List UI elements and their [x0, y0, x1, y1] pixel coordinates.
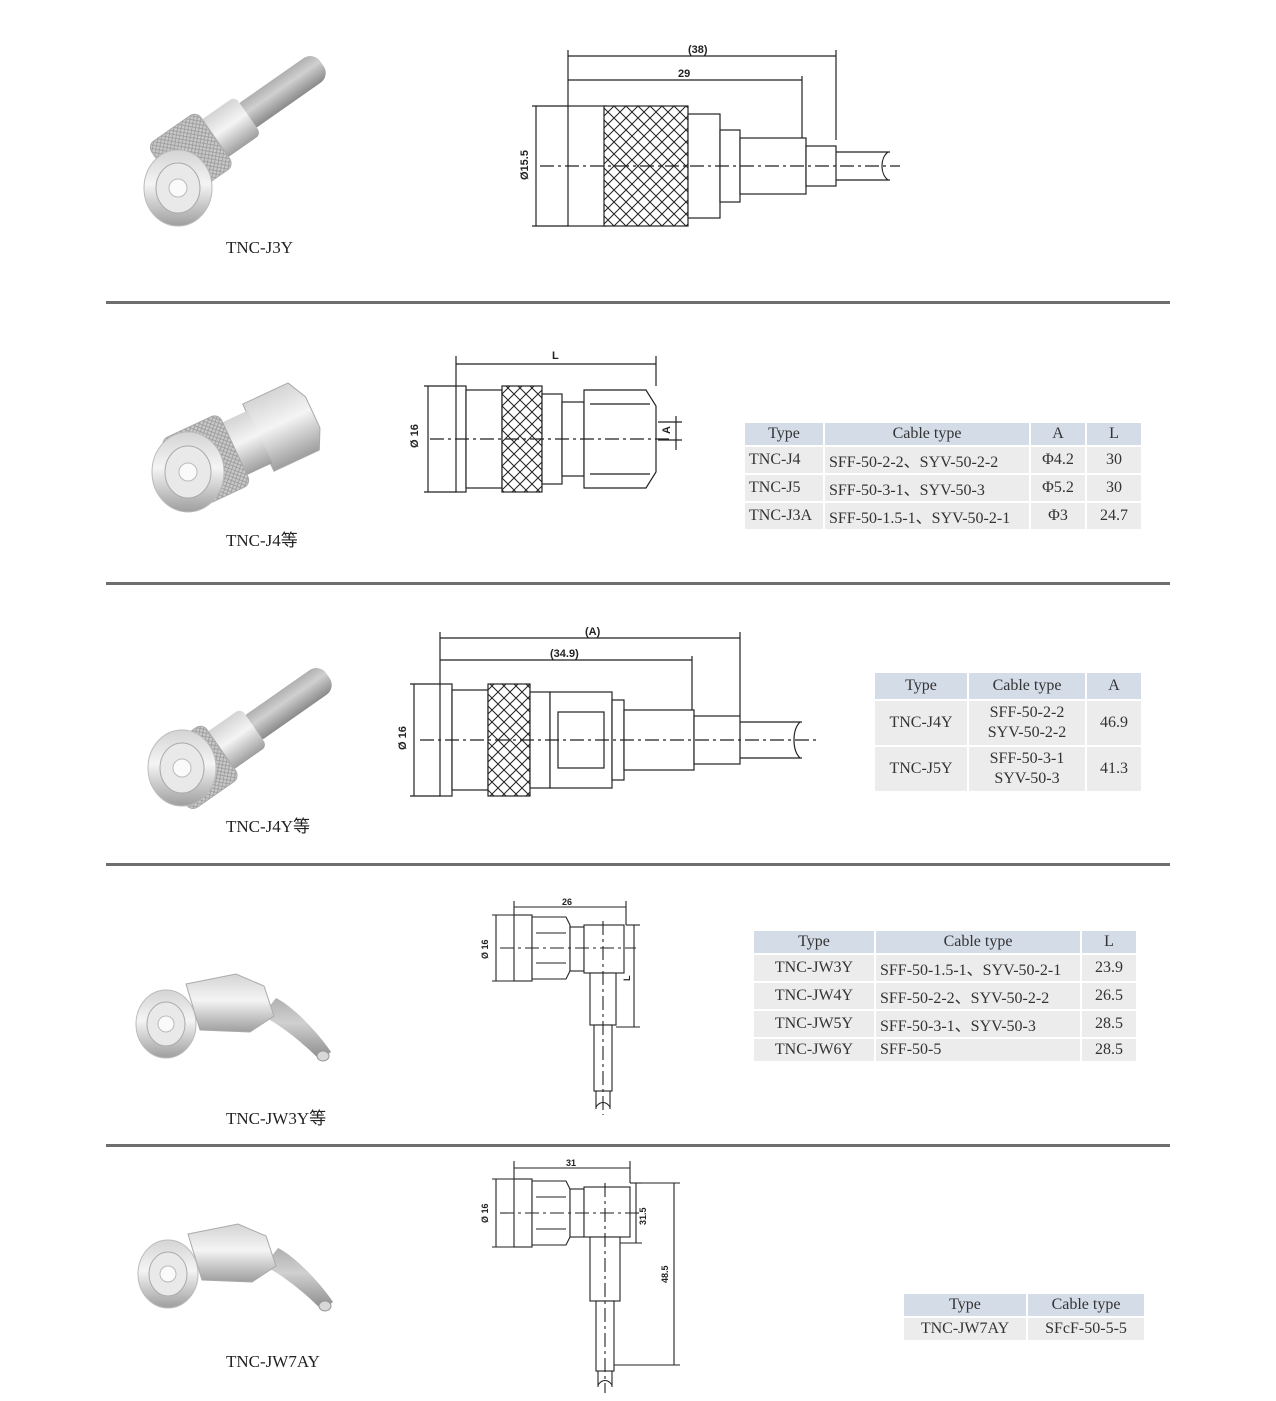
cell-l: 28.5 — [1082, 1039, 1136, 1061]
dim-overall: 48.5 — [660, 1265, 670, 1283]
cell-type: TNC-JW7AY — [904, 1318, 1026, 1340]
cell-type: TNC-J4Y — [875, 701, 967, 745]
technical-drawing-tnc-jw3y: 26 Ø 16 L — [480, 897, 640, 1115]
col-header-l: L — [1082, 931, 1136, 953]
connector-photo-tnc-jw7ay — [137, 1223, 333, 1312]
dim-diameter: Ø15.5 — [519, 150, 531, 180]
col-header-type: Type — [875, 673, 967, 699]
table-row: TNC-J3A SFF-50-1.5-1、SYV-50-2-1 Φ3 24.7 — [745, 503, 1141, 529]
col-header-type: Type — [904, 1294, 1026, 1316]
dim-diameter: Ø 16 — [409, 424, 421, 448]
cell-type: TNC-J3A — [745, 503, 823, 529]
connector-photo-tnc-jw3y — [135, 973, 331, 1062]
dim-a: A — [661, 426, 673, 434]
section-separator — [106, 863, 1170, 866]
col-header-cable-type: Cable type — [969, 673, 1085, 699]
col-header-a: A — [1087, 673, 1141, 699]
table-row: TNC-JW4Y SFF-50-2-2、SYV-50-2-2 26.5 — [754, 983, 1136, 1009]
table-row: TNC-J4Y SFF-50-2-2 SYV-50-2-2 46.9 — [875, 701, 1141, 745]
dim-length: L — [622, 975, 632, 981]
cell-cable-type: SFF-50-3-1、SYV-50-3 — [876, 1011, 1080, 1037]
cell-l: 28.5 — [1082, 1011, 1136, 1037]
cell-cable-type: SFF-50-3-1、SYV-50-3 — [825, 475, 1029, 501]
item-caption: TNC-J3Y — [226, 238, 294, 257]
cell-cable-type: SFF-50-2-2、SYV-50-2-2 — [825, 447, 1029, 473]
cell-cable-type: SFF-50-2-2、SYV-50-2-2 — [876, 983, 1080, 1009]
dim-inner: 31.5 — [638, 1207, 648, 1225]
spec-table-tnc-j4y: Type Cable type A TNC-J4Y SFF-50-2-2 SYV… — [873, 671, 1143, 793]
col-header-l: L — [1087, 423, 1141, 445]
technical-drawing-tnc-j4y: (A) (34.9) Ø 16 — [397, 626, 818, 797]
col-header-type: Type — [754, 931, 874, 953]
col-header-cable-type: Cable type — [1028, 1294, 1144, 1316]
dim-diameter: Ø 16 — [480, 939, 490, 959]
cell-cable-type: SFF-50-5 — [876, 1039, 1080, 1061]
dim-diameter: Ø 16 — [397, 726, 409, 750]
cell-l: 23.9 — [1082, 955, 1136, 981]
cell-cable-type: SFF-50-1.5-1、SYV-50-2-1 — [876, 955, 1080, 981]
cell-type: TNC-JW6Y — [754, 1039, 874, 1061]
item-caption: TNC-J4Y等 — [226, 817, 311, 836]
connector-photo-tnc-j3y — [143, 56, 326, 227]
spec-table-tnc-jw7ay: Type Cable type TNC-JW7AY SFcF-50-5-5 — [902, 1292, 1146, 1342]
table-row: TNC-JW6Y SFF-50-5 28.5 — [754, 1039, 1136, 1061]
cell-type: TNC-J5Y — [875, 747, 967, 791]
item-caption: TNC-J4等 — [226, 531, 298, 550]
table-row: TNC-J4 SFF-50-2-2、SYV-50-2-2 Φ4.2 30 — [745, 447, 1141, 473]
cell-type: TNC-J5 — [745, 475, 823, 501]
cell-cable-type: SFF-50-1.5-1、SYV-50-2-1 — [825, 503, 1029, 529]
cell-type: TNC-JW3Y — [754, 955, 874, 981]
table-row: TNC-J5 SFF-50-3-1、SYV-50-3 Φ5.2 30 — [745, 475, 1141, 501]
cell-a: 46.9 — [1087, 701, 1141, 745]
item-caption: TNC-JW7AY — [226, 1352, 320, 1371]
dim-width: 31 — [566, 1158, 576, 1168]
cell-a: Φ3 — [1031, 503, 1085, 529]
col-header-type: Type — [745, 423, 823, 445]
cell-cable-type-line: SFF-50-2-2 — [989, 704, 1065, 721]
col-header-cable-type: Cable type — [876, 931, 1080, 953]
spec-table-tnc-jw3y: Type Cable type L TNC-JW3Y SFF-50-1.5-1、… — [752, 929, 1138, 1063]
col-header-a: A — [1031, 423, 1085, 445]
technical-drawing-tnc-j3y: (38) 29 Ø15.5 — [519, 44, 900, 227]
cell-a: Φ4.2 — [1031, 447, 1085, 473]
cell-type: TNC-JW4Y — [754, 983, 874, 1009]
cell-l: 30 — [1087, 447, 1141, 473]
item-caption: TNC-JW3Y等 — [226, 1109, 327, 1128]
dim-overall: (38) — [688, 44, 708, 56]
cell-cable-type-line: SYV-50-3 — [994, 770, 1060, 787]
dim-body: 29 — [678, 68, 690, 80]
cell-a: Φ5.2 — [1031, 475, 1085, 501]
cell-type: TNC-JW5Y — [754, 1011, 874, 1037]
spec-table-tnc-j4: Type Cable type A L TNC-J4 SFF-50-2-2、SY… — [743, 421, 1143, 531]
section-separator — [106, 1144, 1170, 1147]
connector-photo-tnc-j4 — [151, 382, 321, 513]
cell-cable-type-line: SFF-50-3-1 — [989, 750, 1065, 767]
table-row: TNC-JW7AY SFcF-50-5-5 — [904, 1318, 1144, 1340]
cell-l: 24.7 — [1087, 503, 1141, 529]
connector-photo-tnc-j4y — [147, 668, 332, 809]
dim-body: (34.9) — [550, 648, 579, 660]
cell-cable-type-line: SYV-50-2-2 — [987, 724, 1067, 741]
cell-cable-type: SFcF-50-5-5 — [1028, 1318, 1144, 1340]
cell-l: 30 — [1087, 475, 1141, 501]
dim-length: L — [552, 350, 559, 362]
col-header-cable-type: Cable type — [825, 423, 1029, 445]
table-row: TNC-JW5Y SFF-50-3-1、SYV-50-3 28.5 — [754, 1011, 1136, 1037]
cell-a: 41.3 — [1087, 747, 1141, 791]
section-separator — [106, 582, 1170, 585]
technical-drawing-tnc-jw7ay: 31 Ø 16 31.5 48.5 — [480, 1158, 680, 1393]
dim-diameter: Ø 16 — [480, 1203, 490, 1223]
section-separator — [106, 301, 1170, 304]
table-row: TNC-JW3Y SFF-50-1.5-1、SYV-50-2-1 23.9 — [754, 955, 1136, 981]
dim-width: 26 — [562, 897, 572, 907]
cell-type: TNC-J4 — [745, 447, 823, 473]
table-row: TNC-J5Y SFF-50-3-1 SYV-50-3 41.3 — [875, 747, 1141, 791]
dim-overall: (A) — [585, 626, 601, 638]
technical-drawing-tnc-j4: L Ø 16 A — [409, 350, 682, 493]
cell-l: 26.5 — [1082, 983, 1136, 1009]
